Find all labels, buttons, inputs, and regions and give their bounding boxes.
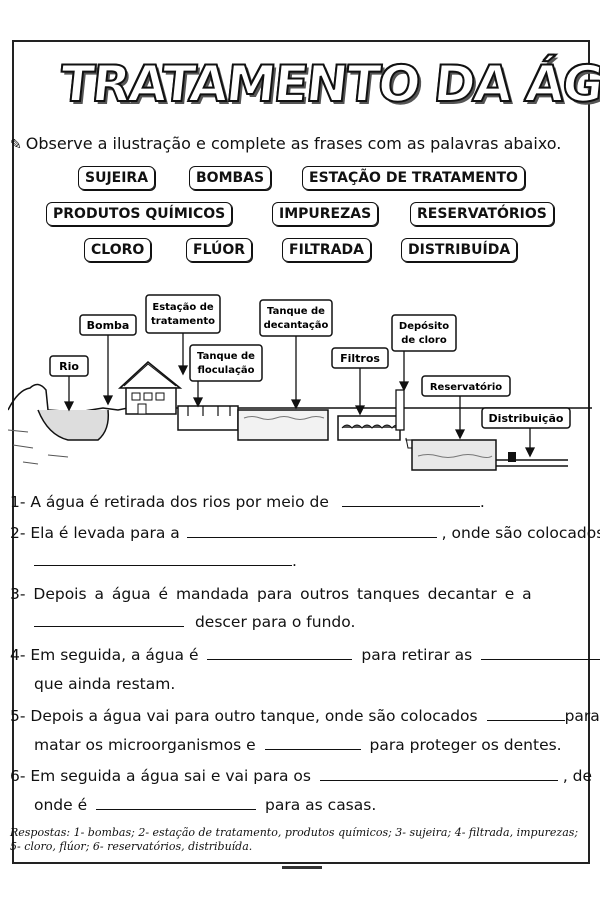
label-reservatorio: Reservatório [430,381,502,393]
label-bomba: Bomba [87,319,130,332]
answer-key: Respostas: 1- bombas; 2- estação de trat… [10,826,579,853]
station-house [117,360,183,415]
question-text: descer para o fundo. [194,613,356,631]
label-cloro-1: Depósito [399,320,449,332]
label-estacao-1: Estação de [152,302,213,313]
label-cloro-2: de cloro [401,335,447,346]
question-text: para as casas. [265,796,377,814]
word-bank-item: ESTAÇÃO DE TRATAMENTO [302,166,525,190]
question-6: 6- Em seguida a água sai e vai para os ,… [10,766,592,786]
question-text: 6- Em seguida a água sai e vai para os [10,767,311,785]
question-text: para proteger os dentes. [369,736,562,754]
question-text: matar os microorganismos e [34,736,256,754]
instruction-text: Observe a ilustração e complete as frase… [25,134,562,153]
label-rio: Rio [59,360,79,373]
answer-blank[interactable] [34,612,184,627]
question-text: 5- Depois a água vai para outro tanque, … [10,707,478,725]
label-estacao-2: tratamento [151,316,215,327]
word-bank-item: FILTRADA [282,238,371,262]
question-3: 3- Depois a água é mandada para outros t… [10,584,532,604]
question-text: onde é [34,796,88,814]
page-title: TRATAMENTO DA ÁGUA [56,54,600,114]
label-decantacao-2: decantação [264,320,329,331]
answer-blank[interactable] [481,645,600,660]
pencil-icon: ✎ [10,137,22,153]
word-bank-item: BOMBAS [189,166,272,190]
answer-blank[interactable] [341,492,480,507]
question-text: para retirar as [361,646,473,664]
label-decantacao-1: Tanque de [267,306,325,317]
question-5: 5- Depois a água vai para outro tanque, … [10,706,600,726]
river-shape [37,409,110,441]
question-text: 1- A água é retirada dos rios por meio d… [10,493,329,511]
question-text: 4- Em seguida, a água é [10,646,199,664]
question-text: 3- Depois a água é mandada para outros t… [10,585,532,603]
answer-blank[interactable] [207,645,353,660]
word-bank-item: FLÚOR [186,238,253,262]
question-1: 1- A água é retirada dos rios por meio d… [10,492,485,512]
answer-blank[interactable] [34,551,292,566]
question-text: , onde são colocados [441,524,600,542]
question-text: para [564,707,600,725]
answer-blank[interactable] [486,706,565,721]
decantation-tank [237,409,329,441]
label-floculacao-1: Tanque de [197,351,255,362]
word-bank-item: IMPUREZAS [272,202,379,226]
question-2: 2- Ela é levada para a , onde são coloca… [10,523,600,543]
answer-blank[interactable] [264,735,361,750]
water-treatment-diagram: Rio Bomba Estação de tratamento Tanque d… [8,294,592,471]
question-2-cont: . [34,551,297,571]
word-bank-item: DISTRIBUÍDA [401,238,518,262]
divider [282,866,322,869]
question-4: 4- Em seguida, a água é para retirar as [10,645,600,665]
question-text: . [479,493,485,511]
word-bank-item: SUJEIRA [78,166,156,190]
question-text: que ainda restam. [34,675,176,693]
answer-blank[interactable] [186,523,437,538]
word-bank-item: CLORO [84,238,152,262]
label-distribuicao: Distribuição [489,412,564,425]
question-text: . [292,552,297,570]
question-text: , de [562,767,593,785]
question-3-cont: descer para o fundo. [34,612,355,632]
question-5-cont: matar os microorganismos e para proteger… [34,735,562,755]
word-bank-item: PRODUTOS QUÍMICOS [46,202,233,226]
label-floculacao-2: floculação [197,365,254,376]
answer-blank[interactable] [319,766,558,781]
question-text: 2- Ela é levada para a [10,524,180,542]
instruction: ✎Observe a ilustração e complete as fras… [10,134,561,153]
question-4-cont: que ainda restam. [34,674,175,694]
label-filtros: Filtros [340,352,380,365]
word-bank-item: RESERVATÓRIOS [410,202,554,226]
question-6-cont: onde é para as casas. [34,795,376,815]
answer-blank[interactable] [96,795,257,810]
